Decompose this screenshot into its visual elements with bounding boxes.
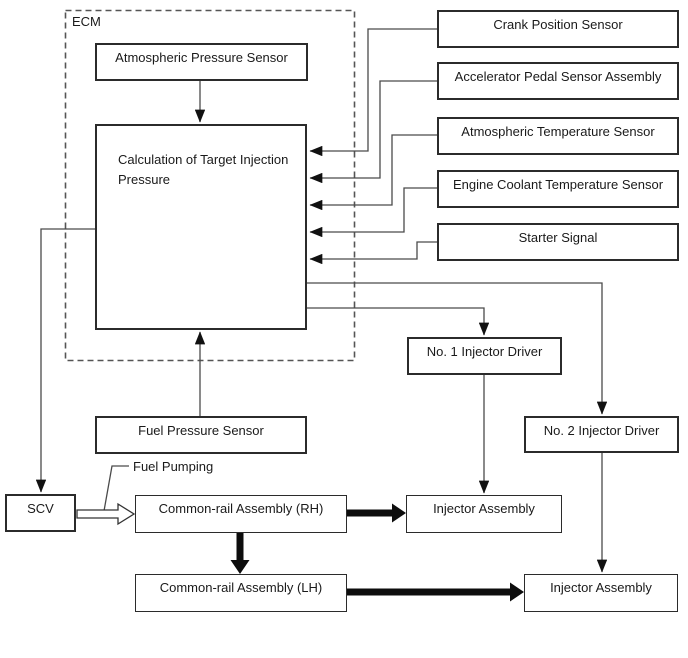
connector-atmospheric-temperature-to-calculation <box>309 134 437 211</box>
connector-calculation-to-scv <box>35 228 95 493</box>
connector-engine-coolant-to-calculation <box>309 187 437 238</box>
connector-crank-position-to-calculation <box>309 28 437 157</box>
fuel-pumping-leader-line <box>103 465 129 512</box>
ecm-dashed-border <box>64 9 356 362</box>
fuel-pumping-label: Fuel Pumping <box>133 459 214 474</box>
node-no1-injector-driver: No. 1 Injector Driver <box>407 337 562 375</box>
node-accelerator-pedal-sensor-assembly: Accelerator Pedal Sensor Assembly <box>437 62 679 100</box>
node-no2-injector-driver: No. 2 Injector Driver <box>524 416 679 453</box>
connector-calculation-to-no2-injector-driver <box>307 282 608 415</box>
ecm-container-label: ECM <box>72 14 101 29</box>
node-common-rail-assembly-rh: Common-rail Assembly (RH) <box>135 495 347 533</box>
node-injector-assembly-rh: Injector Assembly <box>406 495 562 533</box>
node-starter-signal: Starter Signal <box>437 223 679 261</box>
connector-calculation-to-no1-injector-driver <box>307 307 490 336</box>
node-common-rail-assembly-lh: Common-rail Assembly (LH) <box>135 574 347 612</box>
node-crank-position-sensor: Crank Position Sensor <box>437 10 679 48</box>
thick-arrow-rh-rail-to-lh-rail <box>230 533 250 574</box>
thick-arrow-rh-rail-to-injector-assembly <box>347 503 406 523</box>
node-injector-assembly-lh: Injector Assembly <box>524 574 678 612</box>
node-fuel-pressure-sensor: Fuel Pressure Sensor <box>95 416 307 454</box>
node-atmospheric-temperature-sensor: Atmospheric Temperature Sensor <box>437 117 679 155</box>
connector-accelerator-pedal-to-calculation <box>309 80 437 184</box>
node-atmospheric-pressure-sensor: Atmospheric Pressure Sensor <box>95 43 308 81</box>
connector-starter-signal-to-calculation <box>309 241 437 265</box>
open-arrow-scv-to-rh-rail <box>76 502 136 526</box>
node-engine-coolant-temperature-sensor: Engine Coolant Temperature Sensor <box>437 170 679 208</box>
thick-arrow-lh-rail-to-injector-assembly <box>347 582 524 602</box>
node-scv: SCV <box>5 494 76 532</box>
node-calculation-of-target-injection-pressure: Calculation of Target Injection Pressure <box>95 124 307 330</box>
